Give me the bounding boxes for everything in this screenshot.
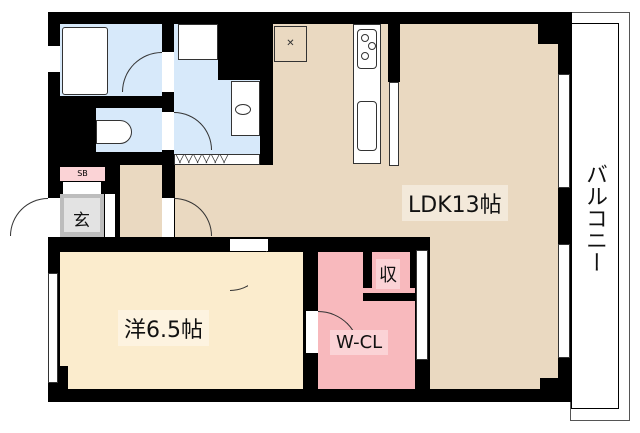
toilet-icon [96, 120, 132, 144]
balcony-label: バルコニー [582, 163, 607, 273]
storage-label: 収 [376, 259, 400, 289]
bathtub-icon [62, 27, 108, 95]
entrance: 玄 [60, 194, 104, 237]
sink-icon [357, 101, 377, 151]
washing-machine-icon [178, 24, 218, 60]
balcony: バルコニー [570, 12, 630, 421]
room-ldk [273, 24, 558, 188]
western-room-label: 洋6.5帖 [118, 310, 209, 346]
entrance-door [10, 198, 48, 236]
ventilation-icon: ✕ [274, 26, 307, 62]
kitchen-counter [353, 24, 381, 164]
storage-shelf: ╲╱╲╱╲╱╲╱╲╱╲╱ [174, 154, 260, 165]
ldk-label: LDK13帖 [402, 185, 508, 221]
vanity-sink-icon [231, 81, 260, 136]
walk-in-closet-label: W-CL [330, 330, 389, 355]
stove-icon [357, 29, 377, 69]
shoe-box: SB [60, 167, 105, 181]
